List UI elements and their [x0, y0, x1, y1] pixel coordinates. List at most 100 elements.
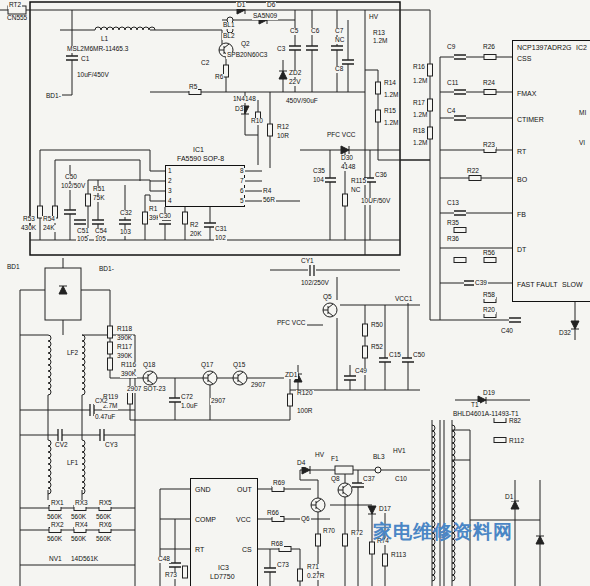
- part-label: 103: [119, 229, 132, 236]
- capacitor-gap: [64, 210, 76, 214]
- part-label: 102/50V: [60, 183, 86, 190]
- part-label: 10uF/450V: [76, 72, 110, 79]
- capacitor-gap: [402, 358, 414, 362]
- capacitor-symbol: [289, 46, 301, 50]
- capacitor-symbol: [74, 220, 86, 224]
- part-label: Q18: [142, 362, 156, 369]
- part-label: 10R: [276, 133, 290, 140]
- pin-name: RT: [194, 546, 205, 553]
- part-label: ZD1: [284, 372, 298, 379]
- capacitor-plates: [352, 483, 364, 487]
- capacitor-symbol: [100, 429, 104, 441]
- part-label: R113: [390, 552, 407, 559]
- inductor-symbol: [95, 27, 155, 30]
- bridge-rectifier: [45, 268, 81, 320]
- resistor-symbol: [183, 212, 188, 224]
- capacitor-gap: [306, 46, 318, 50]
- transistor-symbol: [338, 483, 352, 497]
- resistor-symbol: [494, 438, 506, 443]
- capacitor-plates: [169, 563, 181, 567]
- part-label: C3: [276, 46, 286, 53]
- part-label: 100R: [296, 408, 314, 415]
- capacitor-plates: [331, 46, 343, 50]
- capacitor-symbol: [402, 358, 414, 362]
- part-label: CY3: [104, 442, 119, 449]
- part-label: R58: [482, 292, 496, 299]
- resistor-symbol: [484, 55, 496, 60]
- capacitor-plates: [310, 264, 314, 276]
- capacitor-symbol: [58, 429, 62, 441]
- capacitor-gap: [310, 264, 314, 276]
- capacitor-symbol: [169, 563, 181, 567]
- pin-name: OUT: [236, 486, 253, 493]
- part-label: C13: [446, 200, 460, 207]
- transistor-symbol: [323, 303, 337, 317]
- diode-symbol: [368, 506, 376, 514]
- part-label: VCC1: [394, 296, 413, 303]
- part-label: 2: [167, 178, 173, 185]
- capacitor-gap: [324, 178, 336, 182]
- pin-name: CSS: [516, 55, 532, 62]
- capacitor-symbol: [454, 116, 466, 120]
- part-label: RX4: [74, 522, 89, 529]
- chip-heading: FA5590 SOP-8: [176, 155, 225, 162]
- part-label: PFC VCC: [326, 132, 357, 139]
- capacitor-plates: [92, 220, 104, 224]
- capacitor-symbol: [306, 46, 318, 50]
- part-label: R52: [370, 344, 384, 351]
- capacitor-plates: [74, 220, 86, 224]
- part-label: C4: [446, 108, 456, 115]
- part-label: 1.2M: [412, 78, 428, 85]
- part-label: BD1-: [98, 266, 115, 273]
- capacitor-gap: [352, 483, 364, 487]
- part-label: R53: [22, 216, 36, 223]
- part-label: Q17: [200, 362, 214, 369]
- part-label: Q6: [300, 516, 311, 523]
- part-label: 10UF/50V: [360, 198, 391, 205]
- part-label: R66: [266, 510, 280, 517]
- pin-name: GND: [194, 486, 212, 493]
- part-label: 560K: [46, 514, 63, 521]
- resistor-symbol: [316, 534, 321, 546]
- part-label: C32: [119, 210, 133, 217]
- part-label: R2: [189, 222, 199, 229]
- part-label: R6: [214, 74, 224, 81]
- part-label: D19: [482, 390, 496, 397]
- coil-symbol: [48, 440, 51, 494]
- capacitor-gap: [454, 116, 466, 120]
- part-label: 105: [76, 236, 89, 243]
- part-label: LF2: [66, 350, 79, 357]
- part-label: 390K: [116, 353, 133, 360]
- part-label: 75K: [92, 195, 106, 202]
- capacitor-plates: [64, 210, 76, 214]
- part-label: 56R: [262, 197, 276, 204]
- resistor-symbol: [376, 110, 381, 122]
- capacitor-symbol: [66, 56, 78, 60]
- pin-name: FB: [516, 211, 527, 218]
- resistor-symbol: [268, 124, 273, 136]
- transistor-leads: [311, 499, 321, 511]
- capacitor-plates: [454, 211, 466, 215]
- ic-chip: IC1FA5590 SOP-8: [165, 165, 245, 207]
- capacitor-plates: [58, 429, 62, 441]
- part-label: C40: [500, 328, 514, 335]
- diode-symbol: [302, 466, 310, 474]
- part-label: C73: [276, 562, 290, 569]
- capacitor-gap: [100, 429, 104, 441]
- part-label: R115: [350, 178, 367, 185]
- part-label: C30: [158, 213, 172, 220]
- pin-name: IC2: [575, 44, 588, 51]
- capacitor-gap: [264, 568, 276, 572]
- capacitor-gap: [169, 563, 181, 567]
- pin-name: CS: [241, 546, 253, 553]
- resistor-symbol: [343, 534, 348, 546]
- capacitor-gap: [92, 220, 104, 224]
- resistor-symbol: [288, 394, 293, 406]
- coil-symbol: [48, 335, 51, 395]
- part-label: 3: [167, 188, 173, 195]
- resistor-symbol: [428, 99, 433, 111]
- part-label: C50: [64, 174, 78, 181]
- part-label: 1.2M: [372, 38, 388, 45]
- resistor-symbol: [128, 392, 133, 404]
- resistor-symbol: [272, 517, 284, 522]
